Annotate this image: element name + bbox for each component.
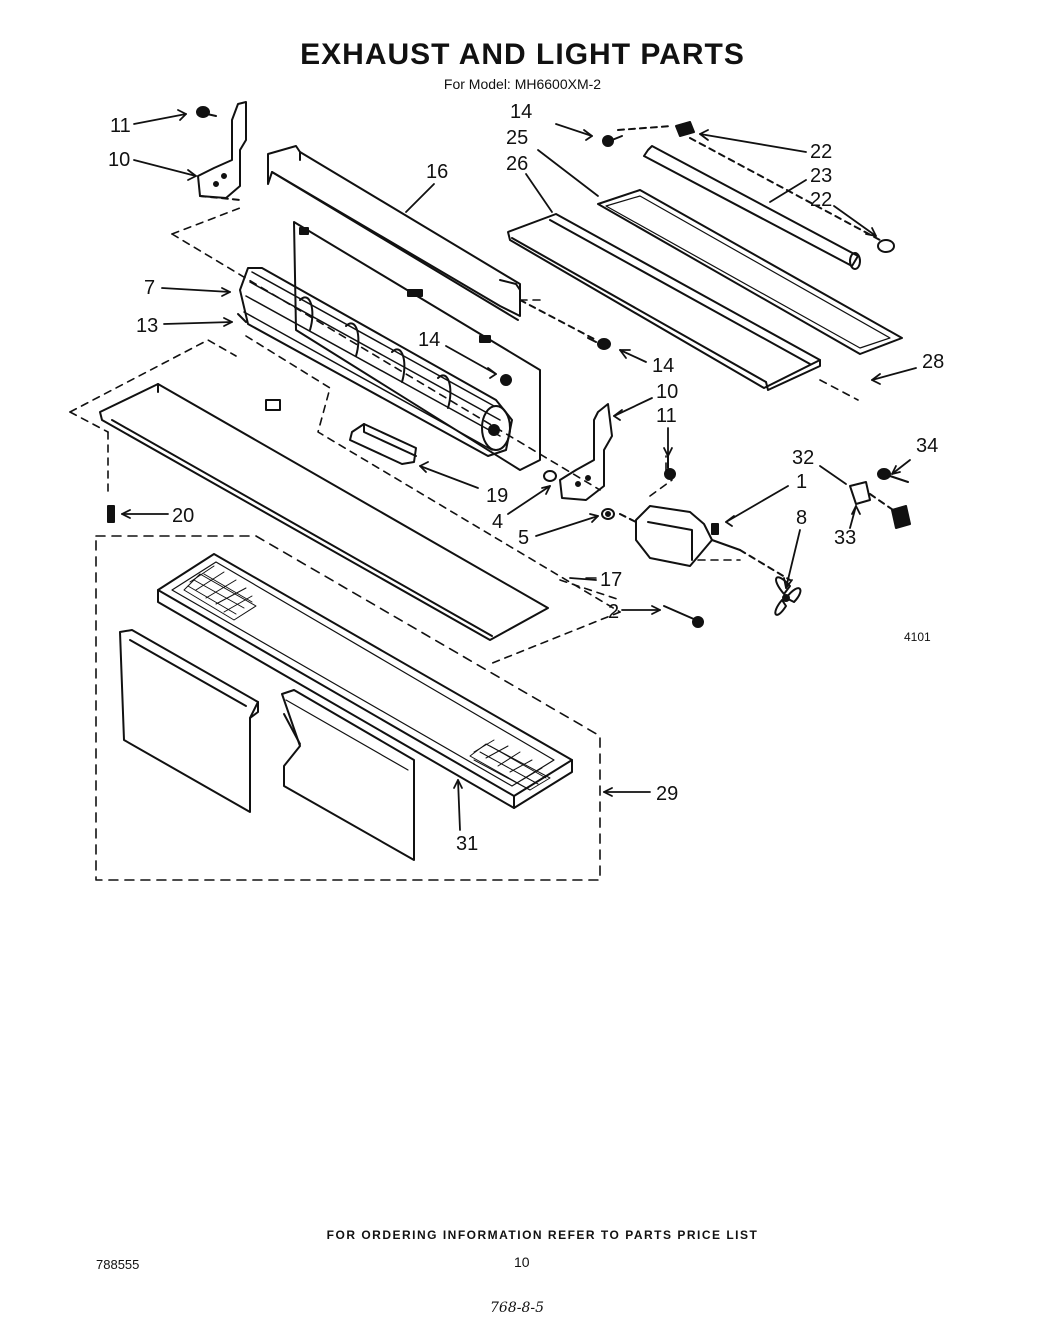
screw-34 — [877, 468, 909, 483]
blower-plate — [293, 221, 541, 471]
lamp-socket-bottom — [877, 239, 895, 253]
callout-4: 4 — [492, 511, 503, 533]
callout-31: 31 — [456, 833, 478, 855]
callout-25: 25 — [506, 127, 528, 149]
bottom-channel — [99, 383, 549, 641]
right-bracket — [559, 403, 613, 501]
screw-14-blower — [500, 374, 512, 386]
callout-14-mid: 14 — [652, 355, 674, 377]
filter-mesh-right — [469, 739, 551, 791]
callout-22-bottom: 22 — [810, 189, 832, 211]
document-number: 788555 — [96, 1257, 140, 1272]
callout-17: 17 — [600, 569, 622, 591]
callout-11-left: 11 — [110, 115, 131, 137]
leader-lines — [121, 109, 917, 831]
callout-26: 26 — [506, 153, 528, 175]
light-lens-panel — [597, 189, 903, 355]
callout-10-right: 10 — [656, 381, 678, 403]
callout-23: 23 — [810, 165, 832, 187]
callout-2: 2 — [608, 601, 619, 623]
callout-32: 32 — [792, 447, 814, 469]
screw-11-right — [664, 455, 676, 480]
callout-14-top: 14 — [510, 101, 532, 123]
light-reflector-channel — [507, 213, 821, 391]
page-number: 10 — [514, 1254, 530, 1270]
callout-13: 13 — [136, 315, 158, 337]
part-33 — [849, 481, 871, 505]
callout-34: 34 — [916, 435, 938, 457]
callout-28: 28 — [922, 351, 944, 373]
callout-10-left: 10 — [108, 149, 130, 171]
callout-8: 8 — [796, 507, 807, 529]
callout-33: 33 — [834, 527, 856, 549]
callout-14-blower: 14 — [418, 329, 440, 351]
blower-wheel — [239, 267, 513, 457]
screw-14-top — [602, 135, 623, 147]
callout-1: 1 — [796, 471, 807, 493]
nut-4 — [543, 470, 557, 482]
page-title: EXHAUST AND LIGHT PARTS — [300, 38, 745, 71]
grease-filter — [157, 553, 573, 809]
clip-32 — [891, 505, 911, 529]
assembly-dash-lines — [69, 207, 859, 665]
part-19 — [349, 423, 417, 465]
callout-19: 19 — [486, 485, 508, 507]
callout-7: 7 — [144, 277, 155, 299]
callout-11-right: 11 — [656, 405, 677, 427]
figure-number: 4101 — [904, 630, 931, 644]
panel-right — [281, 689, 415, 861]
filter-mesh-left — [183, 565, 257, 621]
callout-29: 29 — [656, 783, 678, 805]
callout-22-top: 22 — [810, 141, 832, 163]
handwritten-note: 768-8-5 — [490, 1300, 544, 1316]
screw-14-mid — [587, 337, 611, 350]
filter-assembly-frame — [95, 535, 601, 881]
fan-blade — [774, 576, 802, 616]
top-channel — [267, 145, 521, 321]
screw-2 — [663, 605, 704, 628]
callout-20: 20 — [172, 505, 194, 527]
light-tube — [643, 145, 861, 270]
callout-16: 16 — [426, 161, 448, 183]
model-subtitle: For Model: MH6600XM-2 — [443, 76, 602, 92]
screw-20 — [107, 505, 115, 523]
ordering-note: FOR ORDERING INFORMATION REFER TO PARTS … — [326, 1228, 759, 1242]
screw-13 — [237, 313, 247, 323]
screw-11-left — [196, 106, 217, 118]
left-bracket — [197, 101, 247, 201]
callout-5: 5 — [518, 527, 529, 549]
motor — [635, 505, 741, 567]
panel-left — [119, 629, 259, 813]
washer-5 — [601, 508, 615, 520]
lamp-socket-top — [675, 121, 695, 137]
